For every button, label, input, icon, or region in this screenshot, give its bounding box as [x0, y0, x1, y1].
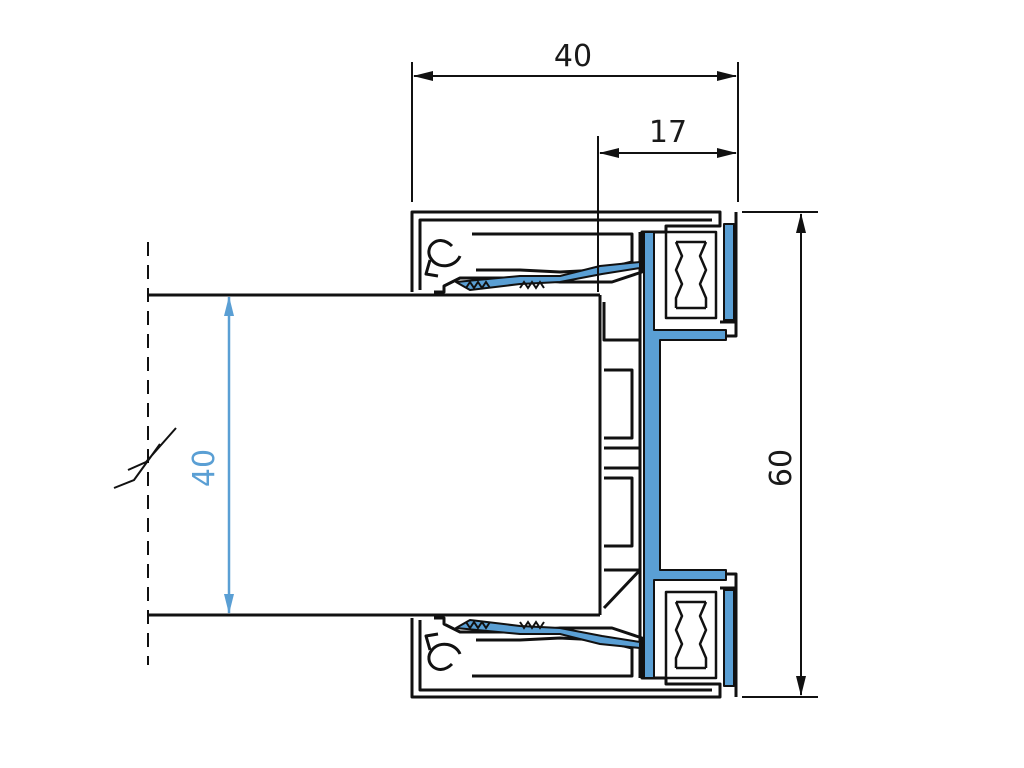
- frame-top-wing-inner: [418, 218, 712, 290]
- frame-top-wing: [410, 210, 722, 294]
- seal-teeth: [465, 280, 545, 630]
- support-rib-5: [602, 568, 642, 610]
- panel: [113, 242, 602, 665]
- overall-width-label: 40: [554, 39, 592, 74]
- gasket-bottom-strip: [455, 619, 641, 649]
- seal-teeth-top: [465, 280, 545, 290]
- seal-teeth-bottom: [465, 620, 545, 630]
- frame-height-label: 60: [764, 449, 799, 487]
- support-rib-1: [602, 302, 640, 342]
- gasket-right-top: [723, 223, 735, 321]
- frame-bottom-wing: [410, 616, 722, 699]
- frame-height-dimension: 60: [742, 211, 818, 698]
- panel-thickness-label: 40: [187, 449, 222, 487]
- screw-port-bottom: [427, 642, 462, 671]
- gasket-top-strip: [455, 261, 641, 291]
- gaskets: [455, 223, 735, 687]
- thermal-break-bottom: [664, 590, 718, 680]
- overall-width-dimension: 40: [411, 39, 739, 202]
- support-rib-4: [604, 476, 634, 548]
- support-rib-3: [604, 446, 640, 470]
- panel-thickness-dimension: 40: [187, 296, 234, 614]
- screw-port-top-hook: [424, 259, 439, 278]
- support-rib-2: [604, 368, 634, 440]
- thermal-break-top: [664, 230, 718, 320]
- offset-width-label: 17: [649, 115, 687, 150]
- gasket-right-bottom: [723, 589, 735, 687]
- frame-bottom-wing-inner: [418, 620, 712, 692]
- thermal-break-inserts: [664, 230, 718, 680]
- gasket-spine: [643, 231, 727, 679]
- screw-port-top: [427, 239, 462, 268]
- screw-port-bottom-hook: [424, 632, 439, 651]
- offset-width-dimension: 17: [597, 115, 737, 292]
- break-symbol: [113, 427, 177, 489]
